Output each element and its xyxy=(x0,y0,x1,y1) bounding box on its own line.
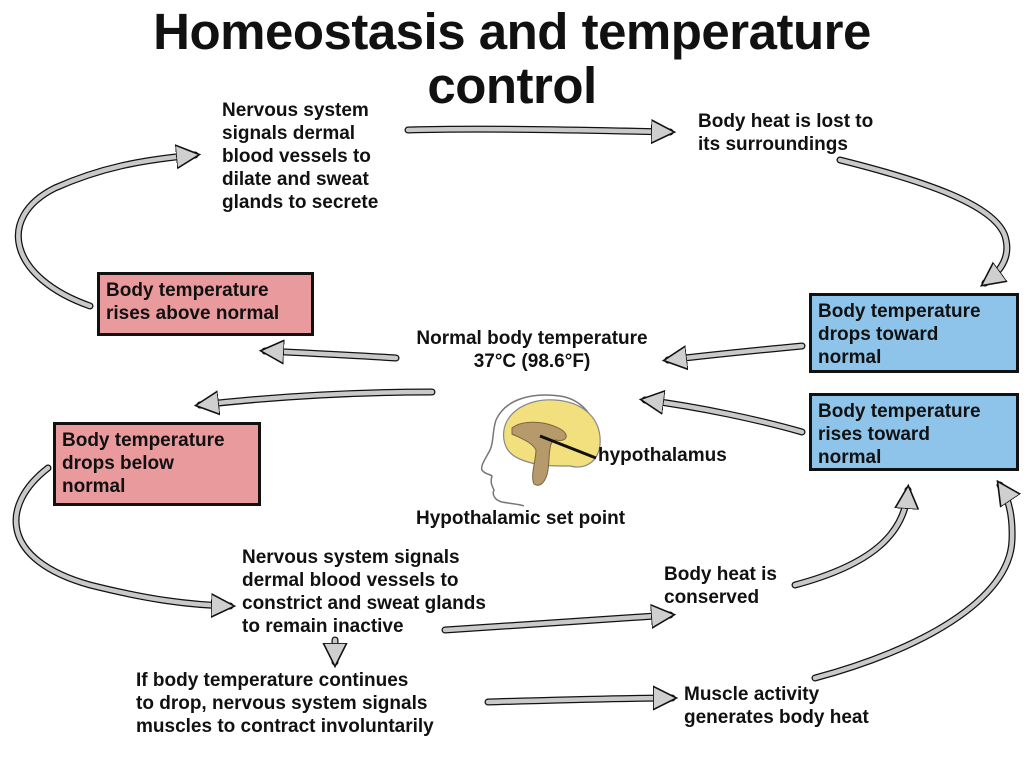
hypothalamus-region xyxy=(511,421,567,486)
arrow-muscle-to-rises-toward xyxy=(812,485,1012,681)
hypothalamus-pointer xyxy=(539,434,597,460)
text-muscle-heat: Muscle activity generates body heat xyxy=(684,684,869,728)
arrow-normal-to-rises-above xyxy=(265,351,399,358)
label-hypothalamic-set-point: Hypothalamic set point xyxy=(416,508,626,529)
title-line-2: control xyxy=(427,57,597,114)
arrow-rises-to-dilate xyxy=(16,155,195,309)
arrow-conserved-to-rises-toward xyxy=(792,490,908,588)
arrow-center-to-drops-below xyxy=(200,389,435,405)
arrow-drops-toward-to-normal xyxy=(668,343,805,360)
head-illustration xyxy=(480,394,601,507)
box-drops-toward-normal: Body temperature drops toward normal xyxy=(809,293,1019,373)
text-constrict: Nervous system signals dermal blood vess… xyxy=(242,547,486,637)
box-rises-above-normal: Body temperature rises above normal xyxy=(97,272,314,336)
text-shiver: If body temperature continues to drop, n… xyxy=(136,670,434,737)
box-rises-toward-normal: Body temperature rises toward normal xyxy=(809,393,1019,471)
arrow-dilate-to-heatlost xyxy=(405,129,670,132)
label-hypothalamus: hypothalamus xyxy=(598,445,727,466)
arrow-shiver-to-muscle xyxy=(485,698,672,702)
text-dilate: Nervous system signals dermal blood vess… xyxy=(222,100,379,213)
arrow-drops-below-to-constrict xyxy=(13,465,230,606)
head-outline xyxy=(480,394,601,507)
text-normal-temperature: Normal body temperature 37°C (98.6°F) xyxy=(416,328,648,372)
title-line-1: Homeostasis and temperature xyxy=(153,3,871,60)
arrow-heatlost-to-drops-toward xyxy=(837,157,1010,283)
arrow-rises-toward-to-center xyxy=(645,400,805,435)
arrow-constrict-to-conserved xyxy=(442,615,670,633)
text-heat-lost: Body heat is lost to its surroundings xyxy=(698,111,874,155)
box-drops-below-normal: Body temperature drops below normal xyxy=(53,422,261,506)
text-heat-conserved: Body heat is conserved xyxy=(664,564,777,608)
